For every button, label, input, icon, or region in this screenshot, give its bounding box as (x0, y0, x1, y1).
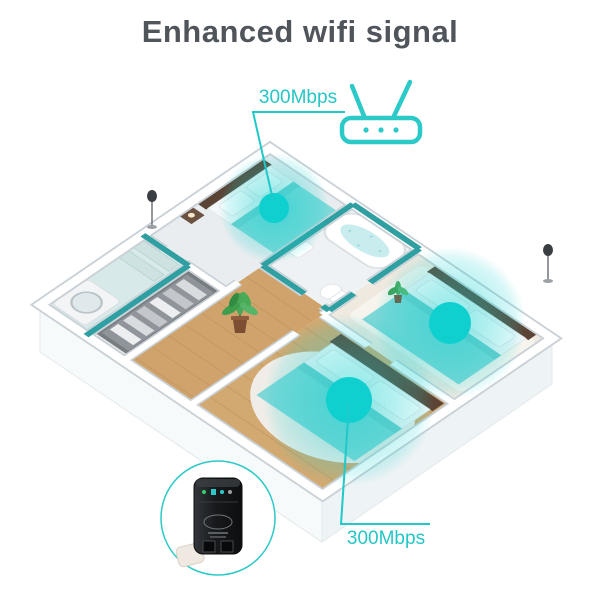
router-speed-label: 300Mbps (258, 87, 338, 108)
connector-line-repeater (339, 403, 430, 525)
device-logo (203, 514, 233, 530)
wifi-coverage-top-left (219, 153, 329, 263)
potted-plant (222, 291, 258, 333)
signal-dot (326, 377, 372, 423)
repeater-device (160, 460, 276, 576)
toilet (319, 283, 350, 305)
wardrobe (95, 270, 221, 356)
wifi-coverage-bottom (263, 314, 435, 486)
signal-dot (259, 193, 289, 223)
ethernet-ports (202, 540, 234, 553)
floor-lamp (147, 190, 157, 229)
repeater-speed-label: 300Mbps (346, 528, 426, 549)
signal-dot (429, 302, 471, 344)
device-leds (202, 489, 232, 495)
hallway-floor (123, 265, 330, 406)
connector-line-router (251, 111, 345, 201)
page-title: Enhanced wifi signal (141, 14, 459, 49)
floor-lamp (543, 244, 553, 283)
router-icon (339, 79, 423, 145)
